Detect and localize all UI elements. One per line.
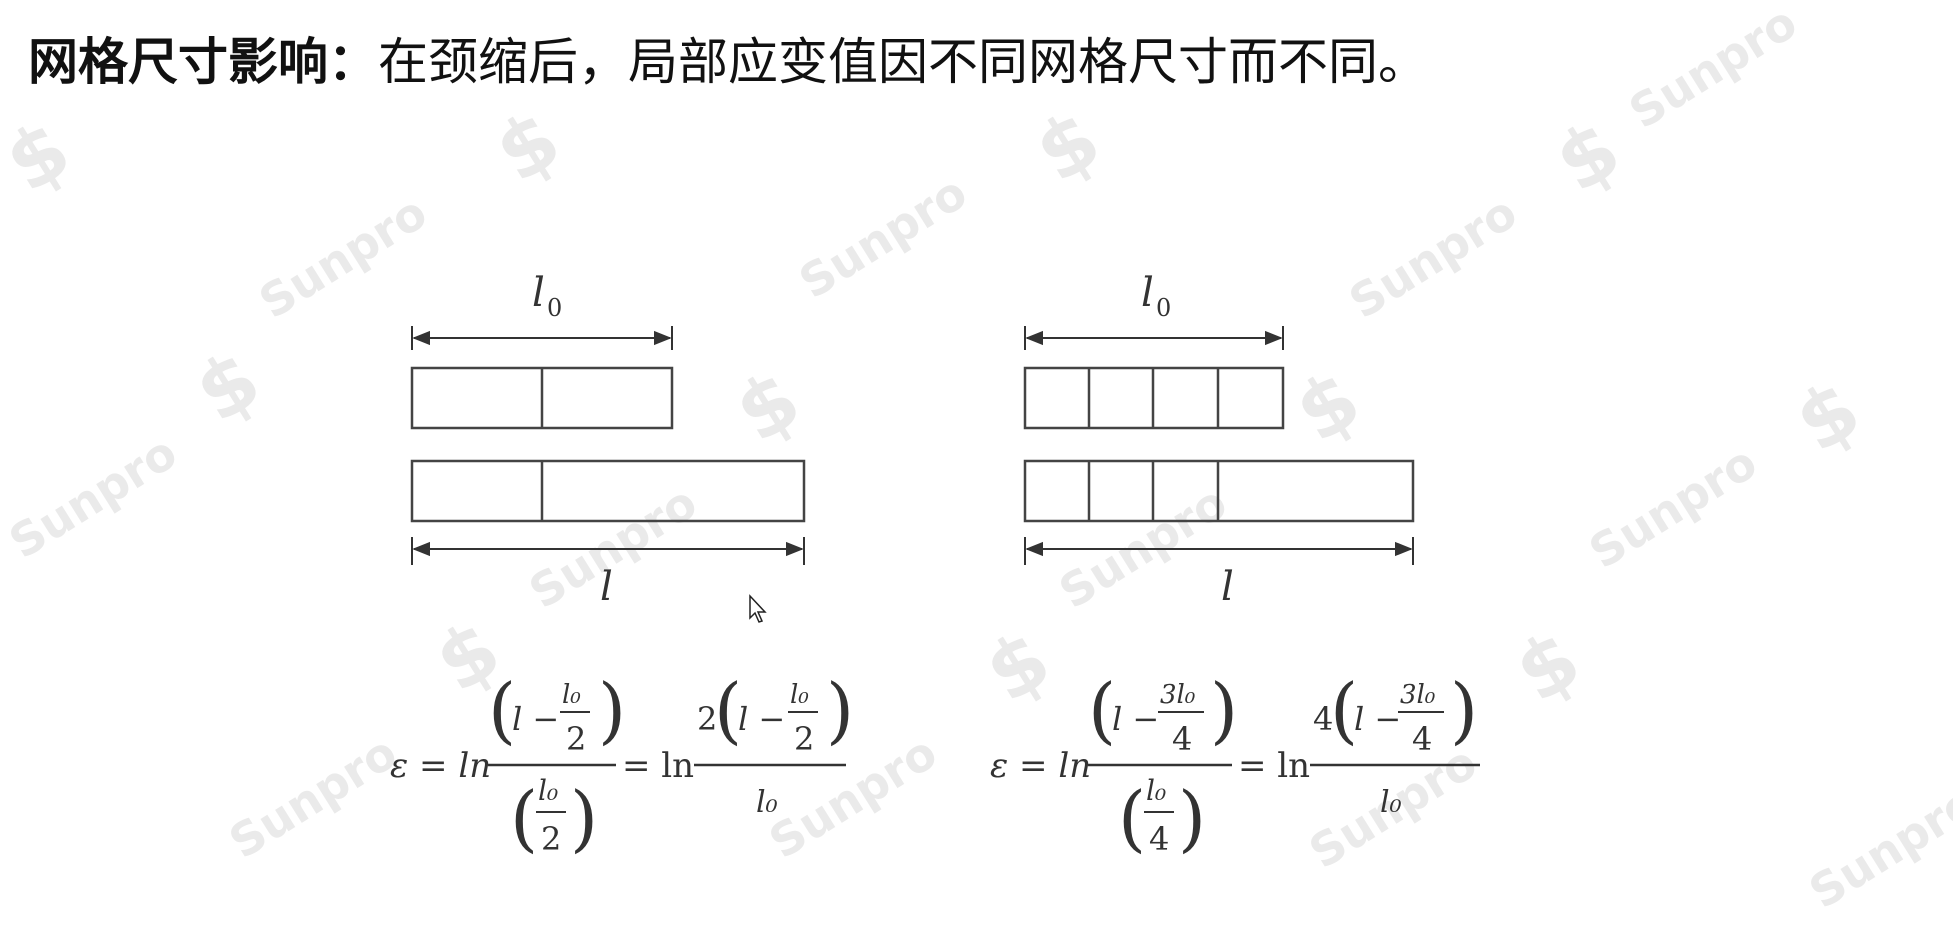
- right-num-expr: l −: [1112, 700, 1159, 738]
- left-num2-frac-den: 2: [794, 720, 814, 758]
- left-den-num: l₀: [538, 774, 558, 807]
- mouse-cursor-icon: [749, 594, 767, 623]
- right-den-paren-close: ): [1178, 776, 1206, 860]
- right-formula-lhs: ε = ln: [990, 746, 1091, 786]
- left-formula-eq2: = ln: [622, 746, 694, 786]
- right-den-num: l₀: [1146, 774, 1166, 807]
- right-num2-frac-num: 3l₀: [1400, 680, 1436, 710]
- left-den-paren-close: ): [570, 776, 598, 860]
- right-num-frac-num: 3l₀: [1160, 680, 1196, 710]
- right-diagram: l 0 l: [1023, 270, 1415, 610]
- right-coef: 4: [1313, 700, 1333, 738]
- right-num2-expr: l −: [1354, 700, 1401, 738]
- left-num-paren-open: (: [488, 668, 516, 752]
- left-l0-subscript: 0: [547, 294, 562, 322]
- right-num2-paren-open: (: [1330, 668, 1358, 752]
- right-den-den: 4: [1149, 820, 1169, 858]
- left-den-paren-open: (: [510, 776, 538, 860]
- left-num-frac-den: 2: [566, 720, 586, 758]
- right-num-paren-open: (: [1088, 668, 1116, 752]
- right-formula-eq2: = ln: [1238, 746, 1310, 786]
- page-heading: 网格尺寸影响：在颈缩后，局部应变值因不同网格尺寸而不同。: [28, 22, 1428, 94]
- right-den-paren-open: (: [1118, 776, 1146, 860]
- right-num2-paren-close: ): [1450, 668, 1478, 752]
- right-l0-label: l: [1141, 270, 1154, 316]
- right-l0-subscript: 0: [1156, 294, 1171, 322]
- right-num-paren-close: ): [1210, 668, 1238, 752]
- left-num-frac-num: l₀: [562, 680, 581, 710]
- right-l-label: l: [1221, 564, 1234, 610]
- left-diagram: l 0 l: [410, 270, 806, 610]
- left-coef: 2: [697, 700, 717, 738]
- right-num-frac-den: 4: [1172, 720, 1192, 758]
- left-formula-lhs: ε = ln: [390, 746, 491, 786]
- left-num2-paren-close: ): [826, 668, 854, 752]
- left-num-expr: l −: [512, 700, 559, 738]
- right-den2: l₀: [1380, 785, 1402, 820]
- left-num2-frac-num: l₀: [790, 680, 809, 710]
- left-num-paren-close: ): [598, 668, 626, 752]
- left-l-label: l: [600, 564, 613, 610]
- left-num2-paren-open: (: [714, 668, 742, 752]
- right-num2-frac-den: 4: [1412, 720, 1432, 758]
- left-den2: l₀: [756, 785, 778, 820]
- heading-text: 在颈缩后，局部应变值因不同网格尺寸而不同。: [378, 33, 1428, 91]
- left-den-den: 2: [541, 820, 561, 858]
- left-formula: ε = ln ( l − l₀ 2 ) ( l₀ 2 ) = ln 2 ( l …: [390, 668, 854, 860]
- heading-title: 网格尺寸影响：: [28, 33, 378, 91]
- right-formula: ε = ln ( l − 3l₀ 4 ) ( l₀ 4 ) = ln 4 ( l…: [990, 668, 1480, 860]
- left-num2-expr: l −: [738, 700, 785, 738]
- left-deformed-bar: [410, 459, 806, 523]
- left-l0-label: l: [532, 270, 545, 316]
